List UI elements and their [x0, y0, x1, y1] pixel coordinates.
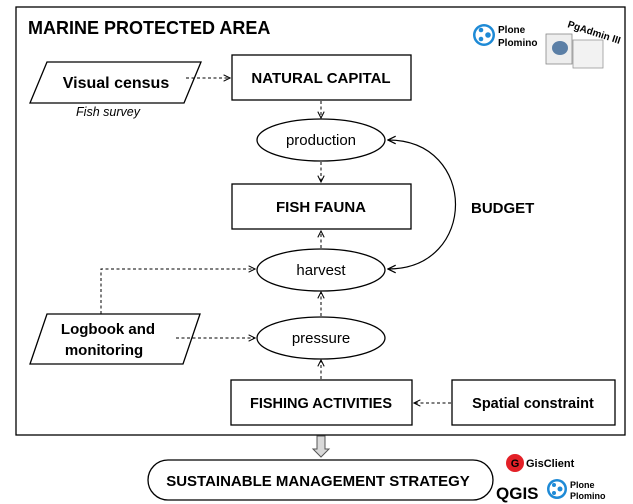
pressure-node [256, 316, 386, 360]
plone-top-sub: Plomino [498, 38, 537, 49]
gisclient-icon [506, 454, 524, 472]
budget-label: BUDGET [471, 200, 534, 217]
fish-survey-label: Fish survey [76, 105, 141, 119]
natural-capital-label: NATURAL CAPITAL [251, 70, 390, 87]
fishing-activities-label: FISHING ACTIVITIES [250, 396, 392, 412]
plone-top-name: Plone [498, 25, 526, 36]
production-node [256, 118, 386, 162]
gisclient-logo: G GisClient [506, 454, 575, 472]
harvest-label: harvest [296, 262, 346, 279]
production-label: production [286, 132, 356, 149]
qgis-logo: QGIS [496, 484, 539, 503]
plone-logo-top: Plone Plomino [473, 24, 537, 49]
sustainable-strategy-node [147, 459, 494, 501]
logbook-label-line1: Logbook and [61, 321, 155, 338]
visual-census-node [29, 61, 202, 104]
fish-fauna-label: FISH FAUNA [276, 199, 366, 216]
plone-bottom-name: Plone [570, 480, 595, 490]
visual-census-label: Visual census [63, 75, 170, 92]
sustainable-strategy-label: SUSTAINABLE MANAGEMENT STRATEGY [166, 473, 470, 490]
spatial-constraint-label: Spatial constraint [472, 396, 594, 412]
fishing-activities-node [230, 379, 413, 426]
diagram-title: MARINE PROTECTED AREA [28, 18, 270, 38]
natural-capital-node [231, 54, 412, 101]
plone-bottom-sub: Plomino [570, 491, 606, 501]
svg-text:G: G [511, 458, 520, 470]
fish-fauna-node [231, 183, 412, 230]
arrow-logbook-to-harvest [100, 269, 255, 314]
plone-logo-bottom: Plone Plomino [547, 479, 606, 501]
pressure-label: pressure [292, 330, 350, 347]
down-arrow-icon [311, 435, 331, 458]
harvest-node [256, 248, 386, 292]
logbook-label-line2: monitoring [65, 342, 143, 359]
budget-loop [388, 140, 457, 269]
logbook-node [29, 313, 201, 365]
spatial-constraint-node [451, 379, 616, 426]
qgis-label: QGIS [496, 484, 539, 503]
gisclient-label: GisClient [526, 458, 575, 470]
